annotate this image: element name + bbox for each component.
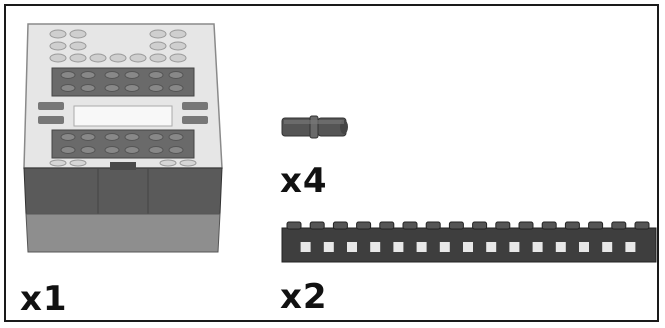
technic-beam-quantity: x2	[280, 277, 328, 317]
connector-peg-image	[281, 115, 348, 139]
rcx-brick-quantity: x1	[20, 279, 68, 319]
parts-list-panel: x1 x4 x2	[4, 4, 659, 322]
connector-peg-quantity: x4	[280, 161, 328, 201]
technic-beam-image	[281, 221, 657, 263]
rcx-brick-image	[23, 23, 223, 253]
